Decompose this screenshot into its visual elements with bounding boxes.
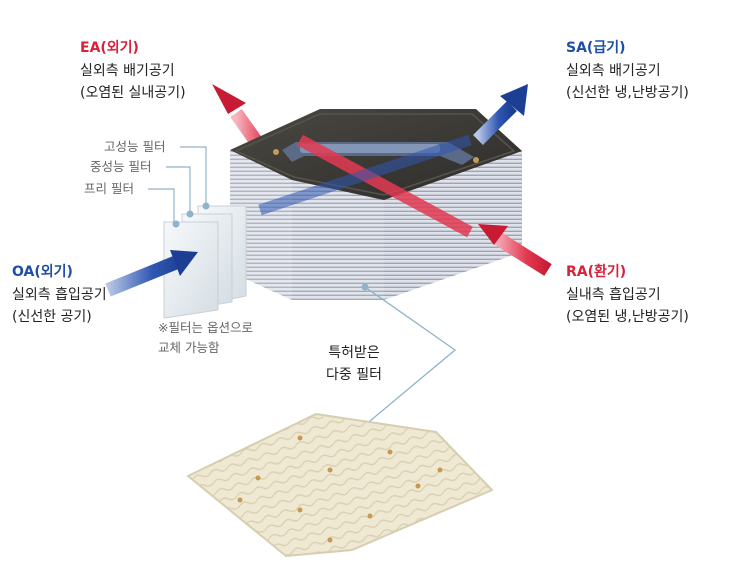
filter-dot-high: [202, 202, 210, 210]
ra-line1: 실내측 흡입공기: [566, 287, 661, 303]
sa-arrow: [473, 84, 528, 145]
ea-flow: [297, 134, 473, 238]
ra-code: RA(환기): [566, 264, 627, 280]
filter-dot-pre: [172, 220, 180, 228]
ea-code: EA(외기): [80, 40, 139, 56]
label-high-filter: 고성능 필터: [104, 139, 166, 154]
filter-dot-medium: [186, 210, 194, 218]
sa-flow: [258, 134, 472, 216]
sa-line2: (신선한 냉,난방공기): [566, 85, 689, 101]
filter-leaders: [148, 146, 207, 222]
patent-leader: [351, 286, 457, 437]
filter-note-line1: ※필터는 옵션으로: [158, 320, 253, 335]
filter-stack: [163, 205, 247, 319]
filter-note-line2: 교체 가능함: [158, 340, 220, 355]
ra-line2: (오염된 냉,난방공기): [566, 309, 689, 325]
ea-line2: (오염된 실내공기): [80, 85, 186, 101]
oa-code: OA(외기): [12, 264, 73, 280]
sa-line1: 실외측 배기공기: [566, 63, 661, 79]
label-medium-filter: 중성능 필터: [90, 159, 152, 174]
oa-line1: 실외측 흡입공기: [12, 287, 107, 303]
erv-unit: [230, 109, 522, 300]
patent-line1: 특허받은: [328, 345, 380, 361]
ra-arrow: [478, 224, 552, 276]
sa-code: SA(급기): [566, 40, 626, 56]
ea-line1: 실외측 배기공기: [80, 63, 175, 79]
oa-line2: (신선한 공기): [12, 309, 92, 325]
hex-filter-sheet: [186, 412, 494, 558]
oa-arrow: [105, 250, 198, 297]
patent-line2: 다중 필터: [326, 367, 382, 383]
patent-dot-top: [361, 283, 369, 291]
label-pre-filter: 프리 필터: [84, 181, 134, 196]
